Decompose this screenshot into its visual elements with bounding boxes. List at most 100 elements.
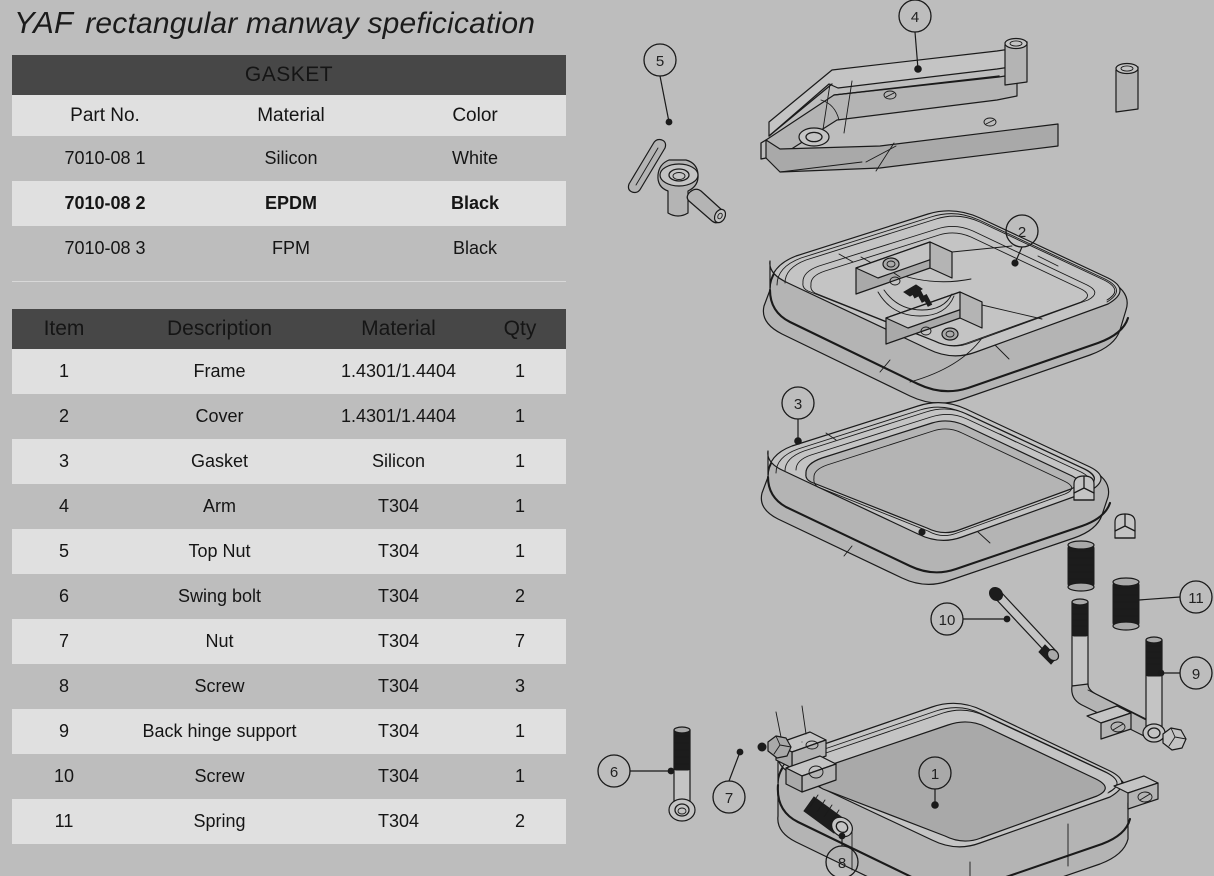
parts-cell-description: Screw bbox=[116, 664, 323, 709]
balloon-9: 9 bbox=[1157, 656, 1213, 690]
balloon-1-label: 1 bbox=[931, 766, 939, 783]
parts-cell-item: 5 bbox=[12, 529, 116, 574]
parts-cell-item: 2 bbox=[12, 394, 116, 439]
table-row: 7010-08 1 Silicon White bbox=[12, 136, 567, 181]
part-hex-nut-loose bbox=[1162, 727, 1187, 751]
table-row: 7010-08 3 FPM Black bbox=[12, 226, 567, 271]
parts-cell-material: T304 bbox=[323, 664, 474, 709]
parts-cell-item: 7 bbox=[12, 619, 116, 664]
balloon-6-label: 6 bbox=[610, 764, 618, 781]
balloon-8-label: 8 bbox=[838, 855, 846, 872]
parts-cell-item: 6 bbox=[12, 574, 116, 619]
parts-cell-qty: 3 bbox=[474, 664, 566, 709]
parts-cell-description: Frame bbox=[116, 349, 323, 394]
parts-cell-qty: 1 bbox=[474, 439, 566, 484]
gasket-cell-color: White bbox=[384, 136, 567, 181]
parts-cell-description: Cover bbox=[116, 394, 323, 439]
parts-cell-item: 8 bbox=[12, 664, 116, 709]
gasket-header-row: Part No. Material Color bbox=[12, 95, 567, 136]
parts-cell-description: Back hinge support bbox=[116, 709, 323, 754]
gasket-cell-color: Black bbox=[384, 226, 567, 271]
gasket-cell-material: Silicon bbox=[198, 136, 384, 181]
balloon-5-label: 5 bbox=[656, 53, 664, 70]
parts-col-description: Description bbox=[116, 309, 323, 349]
table-row: 5 Top Nut T304 1 bbox=[12, 529, 566, 574]
part-screw-8 bbox=[803, 794, 853, 838]
parts-col-material: Material bbox=[323, 309, 474, 349]
parts-cell-qty: 1 bbox=[474, 709, 566, 754]
balloon-3-label: 3 bbox=[794, 396, 802, 413]
gasket-cell-partno: 7010-08 1 bbox=[12, 136, 198, 181]
balloon-7-label: 7 bbox=[725, 790, 733, 807]
table-row: 10 Screw T304 1 bbox=[12, 754, 566, 799]
parts-cell-material: T304 bbox=[323, 754, 474, 799]
part-spring-b bbox=[1112, 577, 1140, 631]
parts-header-row: Item Description Material Qty bbox=[12, 309, 566, 349]
table-row: 8 Screw T304 3 bbox=[12, 664, 566, 709]
parts-cell-material: T304 bbox=[323, 619, 474, 664]
table-row: 7 Nut T304 7 bbox=[12, 619, 566, 664]
part-top-nut bbox=[627, 138, 727, 224]
table-row: 9 Back hinge support T304 1 bbox=[12, 709, 566, 754]
parts-cell-material: T304 bbox=[323, 529, 474, 574]
parts-col-qty: Qty bbox=[474, 309, 566, 349]
parts-cell-description: Top Nut bbox=[116, 529, 323, 574]
balloon-10-label: 10 bbox=[939, 612, 956, 629]
balloon-1: 1 bbox=[918, 756, 952, 809]
parts-cell-item: 3 bbox=[12, 439, 116, 484]
parts-cell-description: Gasket bbox=[116, 439, 323, 484]
parts-cell-material: T304 bbox=[323, 574, 474, 619]
gasket-cell-partno: 7010-08 3 bbox=[12, 226, 198, 271]
balloon-2-label: 2 bbox=[1018, 224, 1026, 241]
gasket-cell-material: EPDM bbox=[198, 181, 384, 226]
balloon-10: 10 bbox=[930, 602, 1011, 636]
parts-cell-qty: 1 bbox=[474, 754, 566, 799]
exploded-assembly-diagram: .ln { fill:none; stroke:#1a1a1a; stroke-… bbox=[590, 0, 1214, 876]
parts-cell-material: T304 bbox=[323, 484, 474, 529]
parts-cell-description: Arm bbox=[116, 484, 323, 529]
table-row: 3 Gasket Silicon 1 bbox=[12, 439, 566, 484]
parts-cell-material: 1.4301/1.4404 bbox=[323, 349, 474, 394]
parts-cell-description: Spring bbox=[116, 799, 323, 844]
balloon-4-label: 4 bbox=[911, 9, 919, 26]
parts-cell-qty: 2 bbox=[474, 574, 566, 619]
table-row: 6 Swing bolt T304 2 bbox=[12, 574, 566, 619]
gasket-cell-material: FPM bbox=[198, 226, 384, 271]
parts-cell-qty: 7 bbox=[474, 619, 566, 664]
parts-cell-item: 4 bbox=[12, 484, 116, 529]
gasket-table: GASKET Part No. Material Color 7010-08 1… bbox=[12, 55, 567, 271]
balloon-3: 3 bbox=[781, 386, 815, 445]
gasket-col-partno: Part No. bbox=[12, 95, 198, 136]
parts-cell-description: Swing bolt bbox=[116, 574, 323, 619]
balloon-8: 8 bbox=[825, 832, 859, 876]
gasket-col-material: Material bbox=[198, 95, 384, 136]
clamp-bolt bbox=[903, 284, 933, 307]
parts-table: Item Description Material Qty 1 Frame 1.… bbox=[12, 309, 566, 844]
balloon-9-label: 9 bbox=[1192, 666, 1200, 683]
parts-cell-qty: 1 bbox=[474, 394, 566, 439]
table-row: 1 Frame 1.4301/1.4404 1 bbox=[12, 349, 566, 394]
table-row: 7010-08 2 EPDM Black bbox=[12, 181, 567, 226]
title-text: rectangular manway speficication bbox=[85, 7, 536, 40]
parts-cell-material: T304 bbox=[323, 799, 474, 844]
gasket-cell-color: Black bbox=[384, 181, 567, 226]
parts-cell-qty: 2 bbox=[474, 799, 566, 844]
gasket-col-color: Color bbox=[384, 95, 567, 136]
parts-cell-material: 1.4301/1.4404 bbox=[323, 394, 474, 439]
parts-cell-item: 1 bbox=[12, 349, 116, 394]
part-arm bbox=[760, 37, 1139, 173]
balloon-7: 7 bbox=[712, 748, 746, 814]
parts-cell-qty: 1 bbox=[474, 349, 566, 394]
balloon-2: 2 bbox=[1005, 214, 1039, 267]
balloon-4: 4 bbox=[898, 0, 932, 73]
part-screw-10 bbox=[988, 586, 1060, 665]
part-nut-7 bbox=[757, 735, 792, 759]
part-spring-a bbox=[1067, 540, 1095, 592]
balloon-5: 5 bbox=[643, 43, 677, 126]
part-gasket bbox=[760, 402, 1112, 585]
part-cover bbox=[762, 210, 1130, 404]
parts-cell-item: 10 bbox=[12, 754, 116, 799]
gasket-banner: GASKET bbox=[12, 55, 567, 95]
